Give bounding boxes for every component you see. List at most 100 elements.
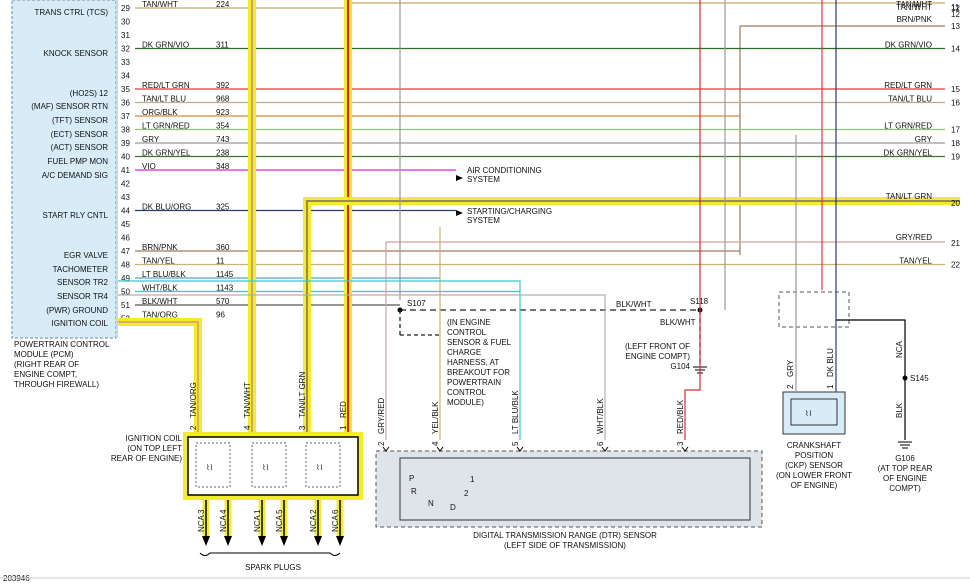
- spark-output-nca: NCA: [275, 514, 284, 532]
- spark-output-arrow: [258, 536, 266, 546]
- pcm-label: TACHOMETER: [53, 265, 109, 274]
- ground-splice-line: S107 S118 BLK/WHT BLK/WHT: [397, 297, 709, 374]
- right-wire-num: 12: [951, 4, 960, 13]
- pcm-label: (ECT) SENSOR: [51, 130, 109, 139]
- pcm-wire-color: DK GRN/YEL: [142, 149, 191, 158]
- harness-note-line: (IN ENGINE: [447, 318, 491, 327]
- pcm-wire-circuit: 238: [216, 149, 230, 158]
- right-wire-num: 18: [951, 139, 960, 148]
- harness-note-line: CONTROL: [447, 388, 487, 397]
- pcm-label: (PWR) GROUND: [46, 306, 108, 315]
- spark-output-num: 6: [331, 509, 340, 514]
- pcm-wire-color: ORG/BLK: [142, 108, 178, 117]
- g104-label-group: (LEFT FRONT OF ENGINE COMPT) G104: [625, 342, 691, 371]
- dtr-pin-label: YEL/BLK: [431, 401, 440, 434]
- pcm-pin-number: 49: [121, 274, 130, 283]
- pcm-pin-number: 44: [121, 207, 130, 216]
- right-wire-num: 11: [951, 3, 960, 12]
- spark-output-num: 2: [309, 509, 318, 514]
- spark-output-nca: NCA: [253, 514, 262, 532]
- spark-output-num: 5: [275, 509, 284, 514]
- harness-note-line: MODULE): [447, 398, 484, 407]
- pcm-wire-circuit: 96: [216, 311, 225, 320]
- pcm-wire-color: BRN/PNK: [142, 243, 178, 252]
- pcm-label: START RLY CNTL: [43, 211, 109, 220]
- coil-pin: 1: [339, 425, 348, 430]
- right-wire-num: 21: [951, 239, 960, 248]
- blk-label: BLK: [895, 402, 904, 418]
- pcm-title: POWERTRAIN CONTROL MODULE (PCM) (RIGHT R…: [14, 340, 110, 389]
- ckp-sensor: ⌇⌇ CRANKSHAFT POSITION (CKP) SENSOR (ON …: [776, 290, 906, 490]
- pcm-label: FUEL PMP MON: [48, 157, 109, 166]
- pcm-wire-circuit: 11: [216, 257, 225, 266]
- dtr-pin-label: LT BLU/BLK: [511, 390, 520, 434]
- pcm-wire-color: TAN/WHT: [142, 0, 178, 9]
- coil-winding-icon: ⌇⌇: [262, 463, 269, 472]
- right-wire-num: 16: [951, 99, 960, 108]
- dtr-title: (LEFT SIDE OF TRANSMISSION): [504, 541, 626, 550]
- coil-pin: 4: [243, 425, 252, 430]
- right-wire-label: RED/LT GRN: [884, 81, 932, 90]
- dtr-pin-num: 2: [377, 441, 386, 446]
- pcm-wire-color: DK GRN/VIO: [142, 41, 189, 50]
- blk-wht-label: BLK/WHT: [616, 300, 652, 309]
- pcm-wire-color: TAN/ORG: [142, 311, 178, 320]
- spark-output-nca: NCA: [331, 514, 340, 532]
- pcm-wire-color: DK BLU/ORG: [142, 203, 191, 212]
- coil-title: IGNITION COIL: [126, 434, 183, 443]
- pcm-wire-circuit: 968: [216, 95, 230, 104]
- ac-destination: AIR CONDITIONING SYSTEM: [456, 166, 542, 184]
- coil-winding-icon: ⌇⌇: [316, 463, 323, 472]
- right-wire-label: GRY: [915, 135, 933, 144]
- dtr-letter-p: P: [409, 474, 414, 483]
- dtr-letter-r: R: [411, 487, 417, 496]
- pcm-pin-number: 31: [121, 31, 130, 40]
- pcm-title-line: MODULE (PCM): [14, 350, 74, 359]
- right-wire-num: 19: [951, 153, 960, 162]
- ckp-pin: 1: [826, 384, 835, 389]
- ckp-coil-icon: ⌇⌇: [805, 409, 812, 418]
- pcm-label: (ACT) SENSOR: [51, 143, 109, 152]
- ckp-wire-label: DK BLU: [826, 348, 835, 377]
- dtr-sensor: DIGITAL TRANSMISSION RANGE (DTR) SENSOR …: [375, 450, 763, 550]
- right-wire-label: TAN/WHT: [896, 0, 932, 9]
- spark-plugs-label-group: SPARK PLUGS: [199, 552, 341, 572]
- pcm-title-line: ENGINE COMPT,: [14, 370, 77, 379]
- right-wire-num: 12: [951, 10, 960, 19]
- harness-note-line: HARNESS, AT: [447, 358, 499, 367]
- pcm-wire-circuit: 354: [216, 122, 230, 131]
- coil-title: (ON TOP LEFT: [127, 444, 182, 453]
- pcm-label: IGNITION COIL: [52, 319, 109, 328]
- dtr-pin-label: GRY/RED: [377, 397, 386, 434]
- ckp-title: (CKP) SENSOR: [785, 461, 843, 470]
- pcm-pin-number: 48: [121, 261, 130, 270]
- pcm-wire-circuit: 1143: [216, 284, 234, 293]
- pcm-pin-number: 36: [121, 99, 130, 108]
- pcm-wire-circuit: 743: [216, 135, 230, 144]
- top-right-wires: TAN/WHT 11 12 BRN/PNK 13: [350, 2, 960, 255]
- pcm-label: A/C DEMAND SIG: [42, 171, 108, 180]
- spark-plugs-label: SPARK PLUGS: [245, 563, 301, 572]
- pcm-title-line: (RIGHT REAR OF: [14, 360, 79, 369]
- spark-output-arrow: [314, 536, 322, 546]
- pcm-wire-circuit: 1145: [216, 270, 234, 279]
- g106-loc: OF ENGINE: [883, 474, 927, 483]
- spark-output-nca: NCA: [197, 514, 206, 532]
- dtr-pin-label: RED/BLK: [676, 399, 685, 434]
- ckp-title: (ON LOWER FRONT: [776, 471, 852, 480]
- right-wire-label: DK GRN/VIO: [885, 41, 932, 50]
- pcm-pin-number: 29: [121, 4, 130, 13]
- pcm-wire-circuit: 392: [216, 81, 230, 90]
- s145-label: S145: [910, 374, 929, 383]
- ckp-title: CRANKSHAFT: [787, 441, 841, 450]
- ckp-wire-label: GRY: [786, 359, 795, 377]
- harness-note-line: CHARGE: [447, 348, 481, 357]
- pcm-label: (HO2S) 12: [70, 89, 109, 98]
- harness-note: (IN ENGINE CONTROL SENSOR & FUEL CHARGE …: [447, 318, 512, 407]
- pcm-wire-color: VIO: [142, 162, 156, 171]
- pcm-pin-number: 45: [121, 220, 130, 229]
- dtr-letter-n: N: [428, 499, 434, 508]
- s107-label: S107: [407, 299, 426, 308]
- harness-note-line: BREAKOUT FOR: [447, 368, 510, 377]
